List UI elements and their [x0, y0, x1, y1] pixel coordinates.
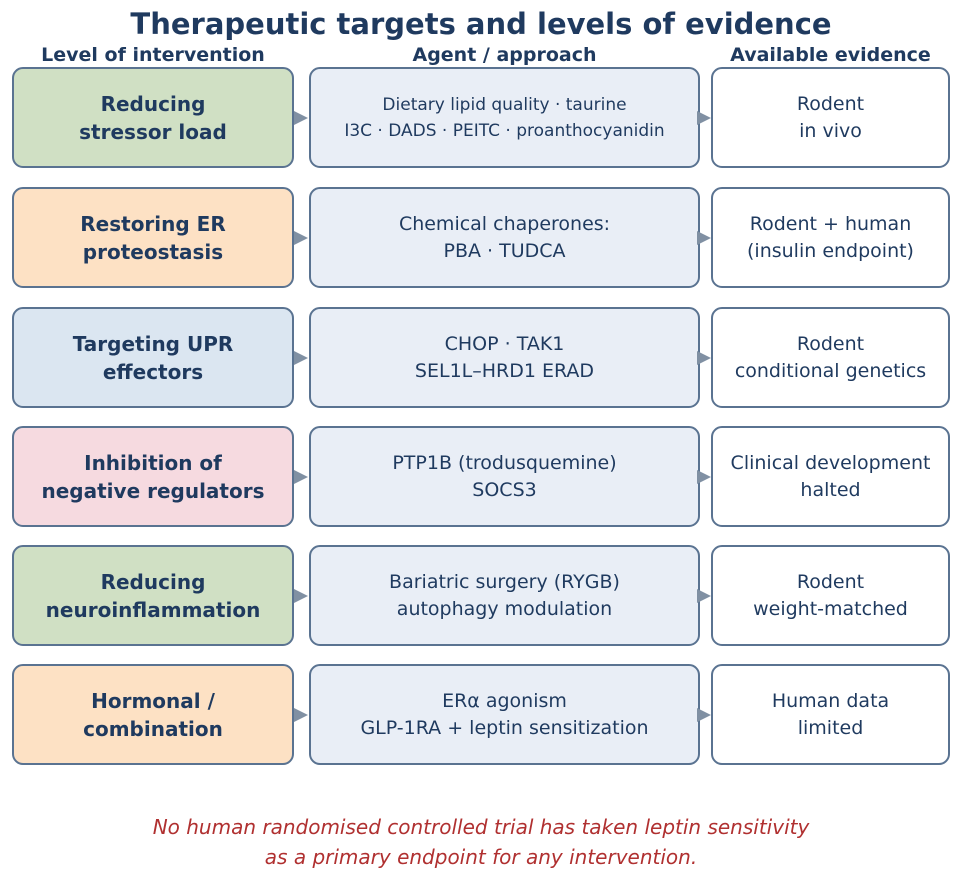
evidence-line-2: (insulin endpoint) [747, 239, 914, 262]
agent-box-dietary: Dietary lipid quality · taurine I3C · DA… [309, 67, 700, 168]
arrow-right-icon [697, 708, 711, 722]
arrow-right-icon [294, 351, 308, 365]
arrow-right-icon [294, 589, 308, 603]
evidence-box-rodent-human: Rodent + human (insulin endpoint) [711, 187, 950, 288]
column-header-level: Level of intervention [41, 44, 265, 66]
evidence-line-1: Rodent + human [749, 212, 912, 235]
evidence-box-clinical-halted: Clinical development halted [711, 426, 950, 527]
evidence-box-rodent-in-vivo: Rodent in vivo [711, 67, 950, 168]
level-line-2: proteostasis [82, 239, 224, 264]
evidence-line-1: Rodent [796, 332, 865, 355]
level-box-neuroinflammation: Reducing neuroinflammation [12, 545, 294, 646]
evidence-box-conditional-genetics: Rodent conditional genetics [711, 307, 950, 408]
agent-line-1: Bariatric surgery (RYGB) [389, 570, 620, 593]
level-line-1: Hormonal / [91, 688, 215, 713]
level-box-negative-regulators: Inhibition of negative regulators [12, 426, 294, 527]
arrow-right-icon [294, 111, 308, 125]
level-line-1: Reducing [100, 91, 206, 116]
footnote-line-1: No human randomised controlled trial has… [152, 815, 810, 839]
arrow-right-icon [697, 589, 711, 603]
arrow-right-icon [294, 231, 308, 245]
level-line-2: neuroinflammation [45, 597, 261, 622]
agent-line-2: I3C · DADS · PEITC · proanthocyanidin [344, 120, 665, 141]
agent-line-2: SOCS3 [472, 478, 537, 501]
level-line-1: Inhibition of [84, 450, 222, 475]
evidence-line-1: Rodent [796, 92, 865, 115]
level-box-stressor-load: Reducing stressor load [12, 67, 294, 168]
level-box-upr-effectors: Targeting UPR effectors [12, 307, 294, 408]
level-line-2: negative regulators [41, 478, 265, 503]
evidence-line-2: limited [797, 716, 864, 739]
evidence-line-2: weight-matched [753, 597, 908, 620]
column-header-evidence: Available evidence [730, 44, 931, 66]
evidence-line-1: Human data [771, 689, 890, 712]
level-line-1: Restoring ER [80, 211, 226, 236]
arrow-right-icon [697, 111, 711, 125]
level-line-2: stressor load [79, 119, 227, 144]
agent-line-1: ERα agonism [442, 689, 567, 712]
diagram-title: Therapeutic targets and levels of eviden… [130, 7, 832, 41]
agent-box-er-alpha: ERα agonism GLP-1RA + leptin sensitizati… [309, 664, 700, 765]
agent-box-ptp1b: PTP1B (trodusquemine) SOCS3 [309, 426, 700, 527]
agent-line-2: GLP-1RA + leptin sensitization [360, 716, 649, 739]
agent-box-bariatric: Bariatric surgery (RYGB) autophagy modul… [309, 545, 700, 646]
level-line-1: Reducing [100, 569, 206, 594]
arrow-right-icon [697, 351, 711, 365]
arrow-right-icon [294, 470, 308, 484]
column-header-agent: Agent / approach [412, 44, 597, 66]
evidence-line-2: in vivo [799, 119, 862, 142]
level-line-1: Targeting UPR [72, 331, 234, 356]
agent-line-1: Dietary lipid quality · taurine [382, 94, 627, 115]
arrow-right-icon [697, 470, 711, 484]
evidence-line-2: halted [800, 478, 861, 501]
agent-line-2: SEL1L–HRD1 ERAD [414, 359, 595, 382]
agent-line-2: PBA · TUDCA [443, 239, 566, 262]
agent-line-1: PTP1B (trodusquemine) [392, 451, 617, 474]
evidence-line-1: Rodent [796, 570, 865, 593]
agent-box-chop-tak1: CHOP · TAK1 SEL1L–HRD1 ERAD [309, 307, 700, 408]
footnote-line-2: as a primary endpoint for any interventi… [264, 845, 698, 869]
level-box-er-proteostasis: Restoring ER proteostasis [12, 187, 294, 288]
footnote: No human randomised controlled trial has… [0, 812, 962, 872]
evidence-box-human-limited: Human data limited [711, 664, 950, 765]
level-box-hormonal-combination: Hormonal / combination [12, 664, 294, 765]
agent-line-1: Chemical chaperones: [398, 212, 611, 235]
arrow-right-icon [697, 231, 711, 245]
level-line-2: effectors [102, 359, 204, 384]
arrow-right-icon [294, 708, 308, 722]
level-line-2: combination [83, 716, 223, 741]
evidence-line-2: conditional genetics [734, 359, 927, 382]
agent-line-2: autophagy modulation [396, 597, 613, 620]
agent-line-1: CHOP · TAK1 [444, 332, 565, 355]
evidence-line-1: Clinical development [730, 451, 931, 474]
evidence-box-weight-matched: Rodent weight-matched [711, 545, 950, 646]
agent-box-chaperones: Chemical chaperones: PBA · TUDCA [309, 187, 700, 288]
